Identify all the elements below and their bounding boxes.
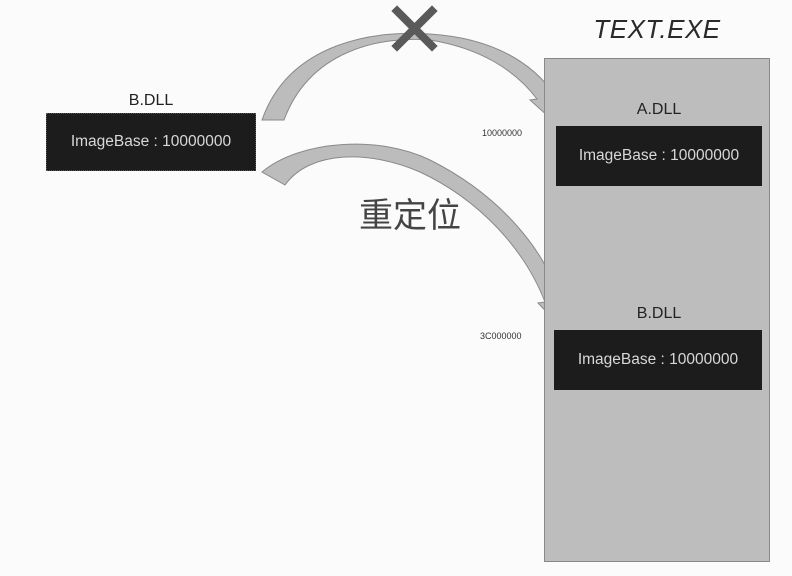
source-dll-title: B.DLL: [128, 92, 174, 109]
source-dll-imagebase: ImageBase : 10000000: [70, 133, 232, 150]
module-a-box: ImageBase : 10000000: [556, 126, 762, 186]
module-b-address: 3C000000: [480, 331, 522, 341]
module-b-title: B.DLL: [636, 305, 682, 322]
blocked-arrow: [261, 32, 562, 121]
exe-title: TEXT.EXE: [593, 14, 721, 44]
relocation-label: 重定位: [359, 196, 461, 236]
module-b-box: ImageBase : 10000000: [554, 330, 762, 390]
source-dll-box: ImageBase : 10000000: [46, 113, 256, 171]
module-a-imagebase: ImageBase : 10000000: [578, 147, 740, 164]
module-a-title: A.DLL: [636, 101, 682, 118]
x-mark-icon: [391, 5, 438, 52]
module-b-imagebase: ImageBase : 10000000: [577, 351, 739, 368]
module-a-address: 10000000: [482, 128, 523, 138]
